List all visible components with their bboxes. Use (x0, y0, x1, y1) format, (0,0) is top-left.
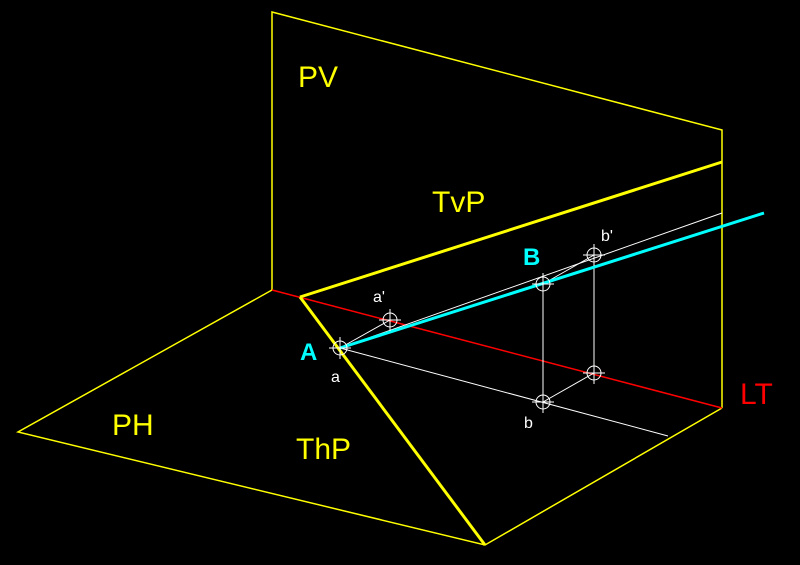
horizontal-trace (298, 296, 487, 546)
label-b: b (524, 415, 533, 432)
marker-a-prime (379, 309, 401, 331)
vertical-plane-outline (271, 11, 723, 408)
projector-b-ground (542, 372, 595, 403)
point-markers (329, 244, 605, 413)
projector-a-vertical (339, 319, 391, 349)
label-a: a (331, 369, 340, 386)
marker-b (532, 273, 554, 295)
label-point-a: A (300, 339, 317, 366)
projection-lines (339, 212, 723, 437)
marker-a (329, 337, 351, 359)
label-thp: ThP (296, 433, 351, 466)
label-point-b: B (523, 244, 540, 271)
label-tvp: TvP (432, 186, 485, 219)
vertical-trace (299, 160, 723, 299)
horizontal-projection-line (339, 347, 669, 437)
label-b-prime: b' (601, 228, 613, 245)
ground-line (271, 289, 723, 409)
marker-ground-point (583, 362, 605, 384)
vertical-projection-line (339, 212, 723, 349)
label-a-prime: a' (373, 289, 385, 306)
label-ph: PH (112, 409, 154, 442)
marker-b-horizontal (532, 391, 554, 413)
label-pv: PV (298, 61, 338, 94)
horizontal-plane-outline (15, 289, 723, 546)
line-ab (339, 211, 765, 350)
marker-b-prime (583, 244, 605, 266)
label-lt: LT (740, 378, 773, 411)
